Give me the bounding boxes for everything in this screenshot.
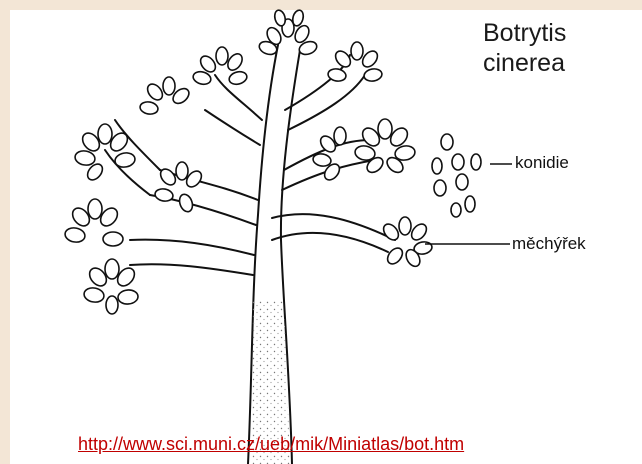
branch-left-lower (130, 240, 254, 255)
branch-right-lower (272, 214, 395, 240)
loose-conidia (432, 134, 481, 217)
label-mechyrek: měchýřek (512, 234, 586, 254)
vesicle-cluster (381, 217, 433, 269)
branch-left-middle (160, 170, 258, 200)
source-link[interactable]: http://www.sci.muni.cz/ueb/mik/Miniatlas… (78, 434, 464, 455)
species-title-line2: cinerea (483, 48, 566, 78)
label-konidie: konidie (515, 153, 569, 173)
species-title: Botrytis cinerea (483, 18, 566, 78)
species-title-line1: Botrytis (483, 18, 566, 48)
